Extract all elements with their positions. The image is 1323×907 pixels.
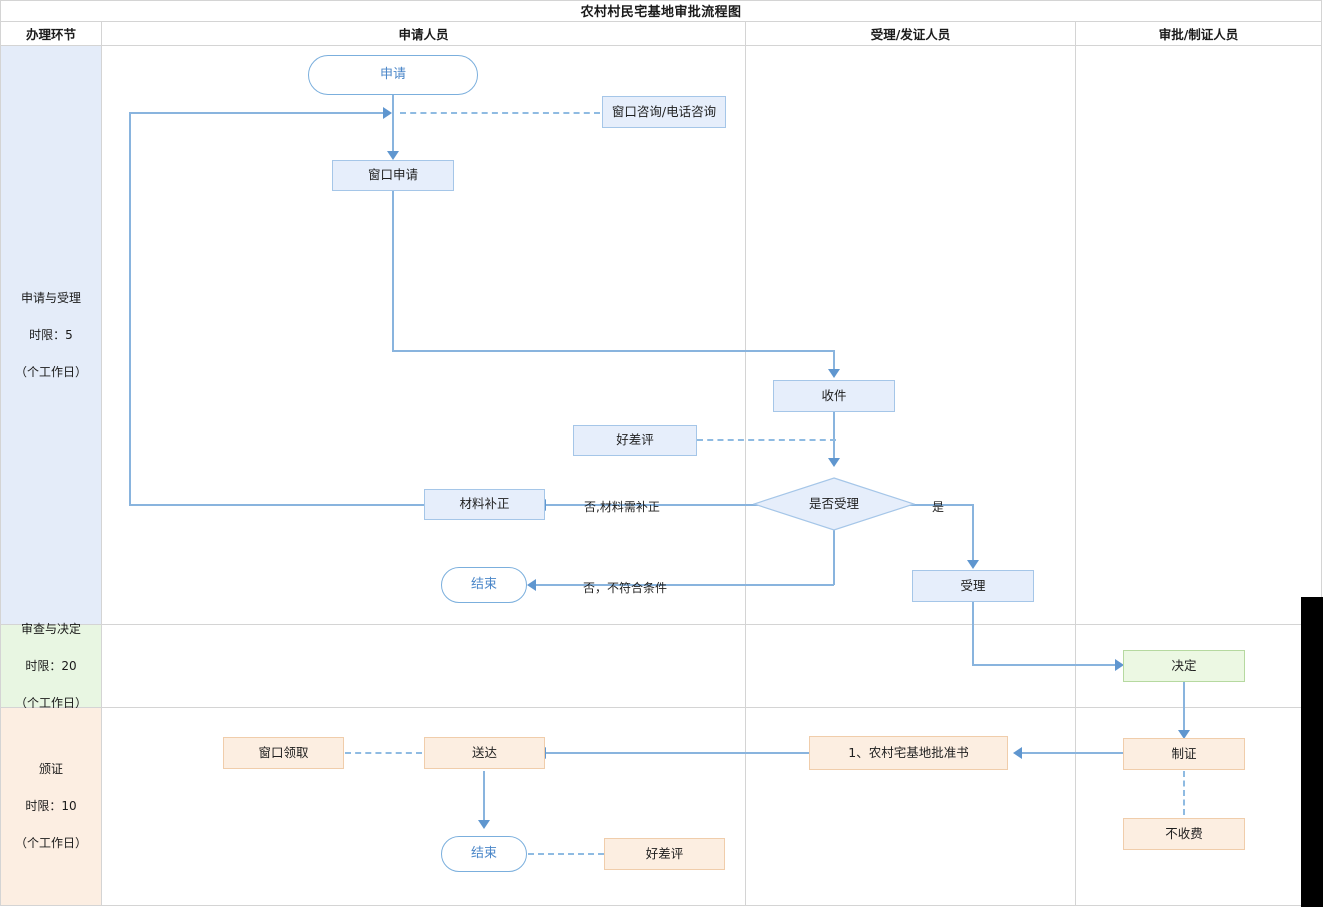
conn-decision-yes-down: [972, 504, 974, 563]
conn-to-receive-arrowhead: [828, 369, 840, 378]
node-rating-first[interactable]: 好差评: [573, 425, 697, 456]
conn-loopback-arrowhead: [383, 107, 392, 119]
grid-left: [0, 0, 1, 906]
phase-band-review: 审查与决定 时限：20 （个工作日）: [1, 622, 101, 710]
conn-decision-yes-arrowhead: [967, 560, 979, 569]
conn-decision-to-fix: [545, 504, 769, 506]
conn-window-right: [392, 350, 835, 352]
column-header-row: 办理环节 申请人员 受理/发证人员 审批/制证人员: [0, 22, 1322, 45]
grid-title-bottom: [0, 21, 1322, 22]
conn-loopback-left: [129, 112, 131, 506]
title-bar: 农村村民宅基地审批流程图: [0, 0, 1322, 22]
node-rating-second[interactable]: 好差评: [604, 838, 725, 870]
phase-unit-3: （个工作日）: [14, 836, 87, 851]
conn-decision-to-cert-arrowhead: [1178, 730, 1190, 739]
conn-cert-to-doc: [1020, 752, 1123, 754]
conn-deliver-to-end-arrowhead: [478, 820, 490, 829]
node-end-done[interactable]: 结束: [441, 836, 527, 872]
edge-label-not-qualified: 否，不符合条件: [583, 581, 668, 595]
node-deliver[interactable]: 送达: [424, 737, 545, 769]
grid-top: [0, 0, 1322, 1]
phase-limit-3: 时限：10: [25, 799, 77, 814]
conn-to-receive: [833, 350, 835, 372]
conn-rating2-dashed: [528, 853, 604, 855]
node-no-fee[interactable]: 不收费: [1123, 818, 1245, 850]
grid-row1-bottom: [0, 624, 1322, 625]
conn-apply-to-window: [392, 113, 394, 155]
edge-label-yes: 是: [932, 500, 945, 514]
conn-consult-dashed: [400, 112, 600, 114]
conn-doc-to-deliver: [545, 752, 809, 754]
grid-col3: [1075, 22, 1076, 906]
edge-label-need-fix: 否,材料需补正: [584, 500, 660, 514]
node-end-reject[interactable]: 结束: [441, 567, 527, 603]
node-certificate-document[interactable]: 1、农村宅基地批准书: [809, 736, 1008, 770]
node-decision-accept[interactable]: 是否受理: [753, 477, 915, 531]
conn-window-down: [392, 191, 394, 351]
node-receive[interactable]: 收件: [773, 380, 895, 412]
conn-accept-to-decision: [972, 664, 1122, 666]
node-window-apply[interactable]: 窗口申请: [332, 160, 454, 191]
conn-decision-no-arrowhead: [527, 579, 536, 591]
node-make-certificate[interactable]: 制证: [1123, 738, 1245, 770]
conn-decision-to-cert: [1183, 682, 1185, 734]
conn-loopback-top: [130, 112, 386, 114]
column-header-applicant: 申请人员: [398, 27, 449, 42]
node-accept[interactable]: 受理: [912, 570, 1034, 602]
phase-name-3: 颁证: [38, 762, 63, 777]
conn-rating1-dashed: [697, 439, 836, 441]
grid-bottom: [0, 905, 1322, 906]
conn-deliver-to-end: [483, 771, 485, 824]
conn-decision-no-down: [833, 530, 835, 585]
conn-apply-to-window-arrowhead: [387, 151, 399, 160]
grid-col2: [745, 22, 746, 906]
phase-unit-2: （个工作日）: [14, 695, 87, 710]
column-header-phase: 办理环节: [25, 27, 76, 42]
phase-band-application: 申请与受理 时限：5 （个工作日）: [1, 46, 101, 624]
conn-pickup-dashed: [345, 752, 422, 754]
conn-accept-down: [972, 602, 974, 666]
grid-right: [1321, 0, 1322, 906]
phase-limit-1: 时限：5: [29, 327, 73, 342]
phase-band-certification: 颁证 时限：10 （个工作日）: [1, 708, 101, 905]
conn-decision-no-left: [533, 584, 834, 586]
conn-receive-to-decision-arrowhead: [828, 458, 840, 467]
grid-header-bottom: [0, 45, 1322, 46]
node-decision[interactable]: 决定: [1123, 650, 1245, 682]
phase-limit-2: 时限：20: [25, 658, 77, 673]
conn-cert-to-nofee-dashed: [1183, 771, 1185, 815]
column-header-intake: 受理/发证人员: [870, 27, 951, 42]
phase-unit-1: （个工作日）: [14, 364, 87, 379]
right-edge-artifact: [1301, 597, 1323, 907]
grid-col1: [101, 22, 102, 906]
diamond-shape-icon: [753, 477, 915, 531]
page-title: 农村村民宅基地审批流程图: [580, 5, 742, 20]
node-start-apply[interactable]: 申请: [308, 55, 478, 95]
node-consultation[interactable]: 窗口咨询/电话咨询: [602, 96, 726, 128]
node-decision-accept-label: 是否受理: [808, 495, 859, 511]
conn-decision-yes: [900, 504, 974, 506]
conn-apply-down: [392, 95, 394, 113]
column-header-approval: 审批/制证人员: [1158, 27, 1239, 42]
conn-accept-to-decision-arrowhead: [1115, 659, 1124, 671]
node-material-fix[interactable]: 材料补正: [424, 489, 545, 520]
phase-name-2: 审查与决定: [20, 621, 81, 636]
phase-name-1: 申请与受理: [20, 290, 81, 305]
conn-cert-to-doc-arrowhead: [1013, 747, 1022, 759]
node-window-pickup[interactable]: 窗口领取: [223, 737, 344, 769]
conn-loopback-bottom: [129, 504, 425, 506]
grid-row2-bottom: [0, 707, 1322, 708]
conn-receive-to-decision: [833, 412, 835, 462]
